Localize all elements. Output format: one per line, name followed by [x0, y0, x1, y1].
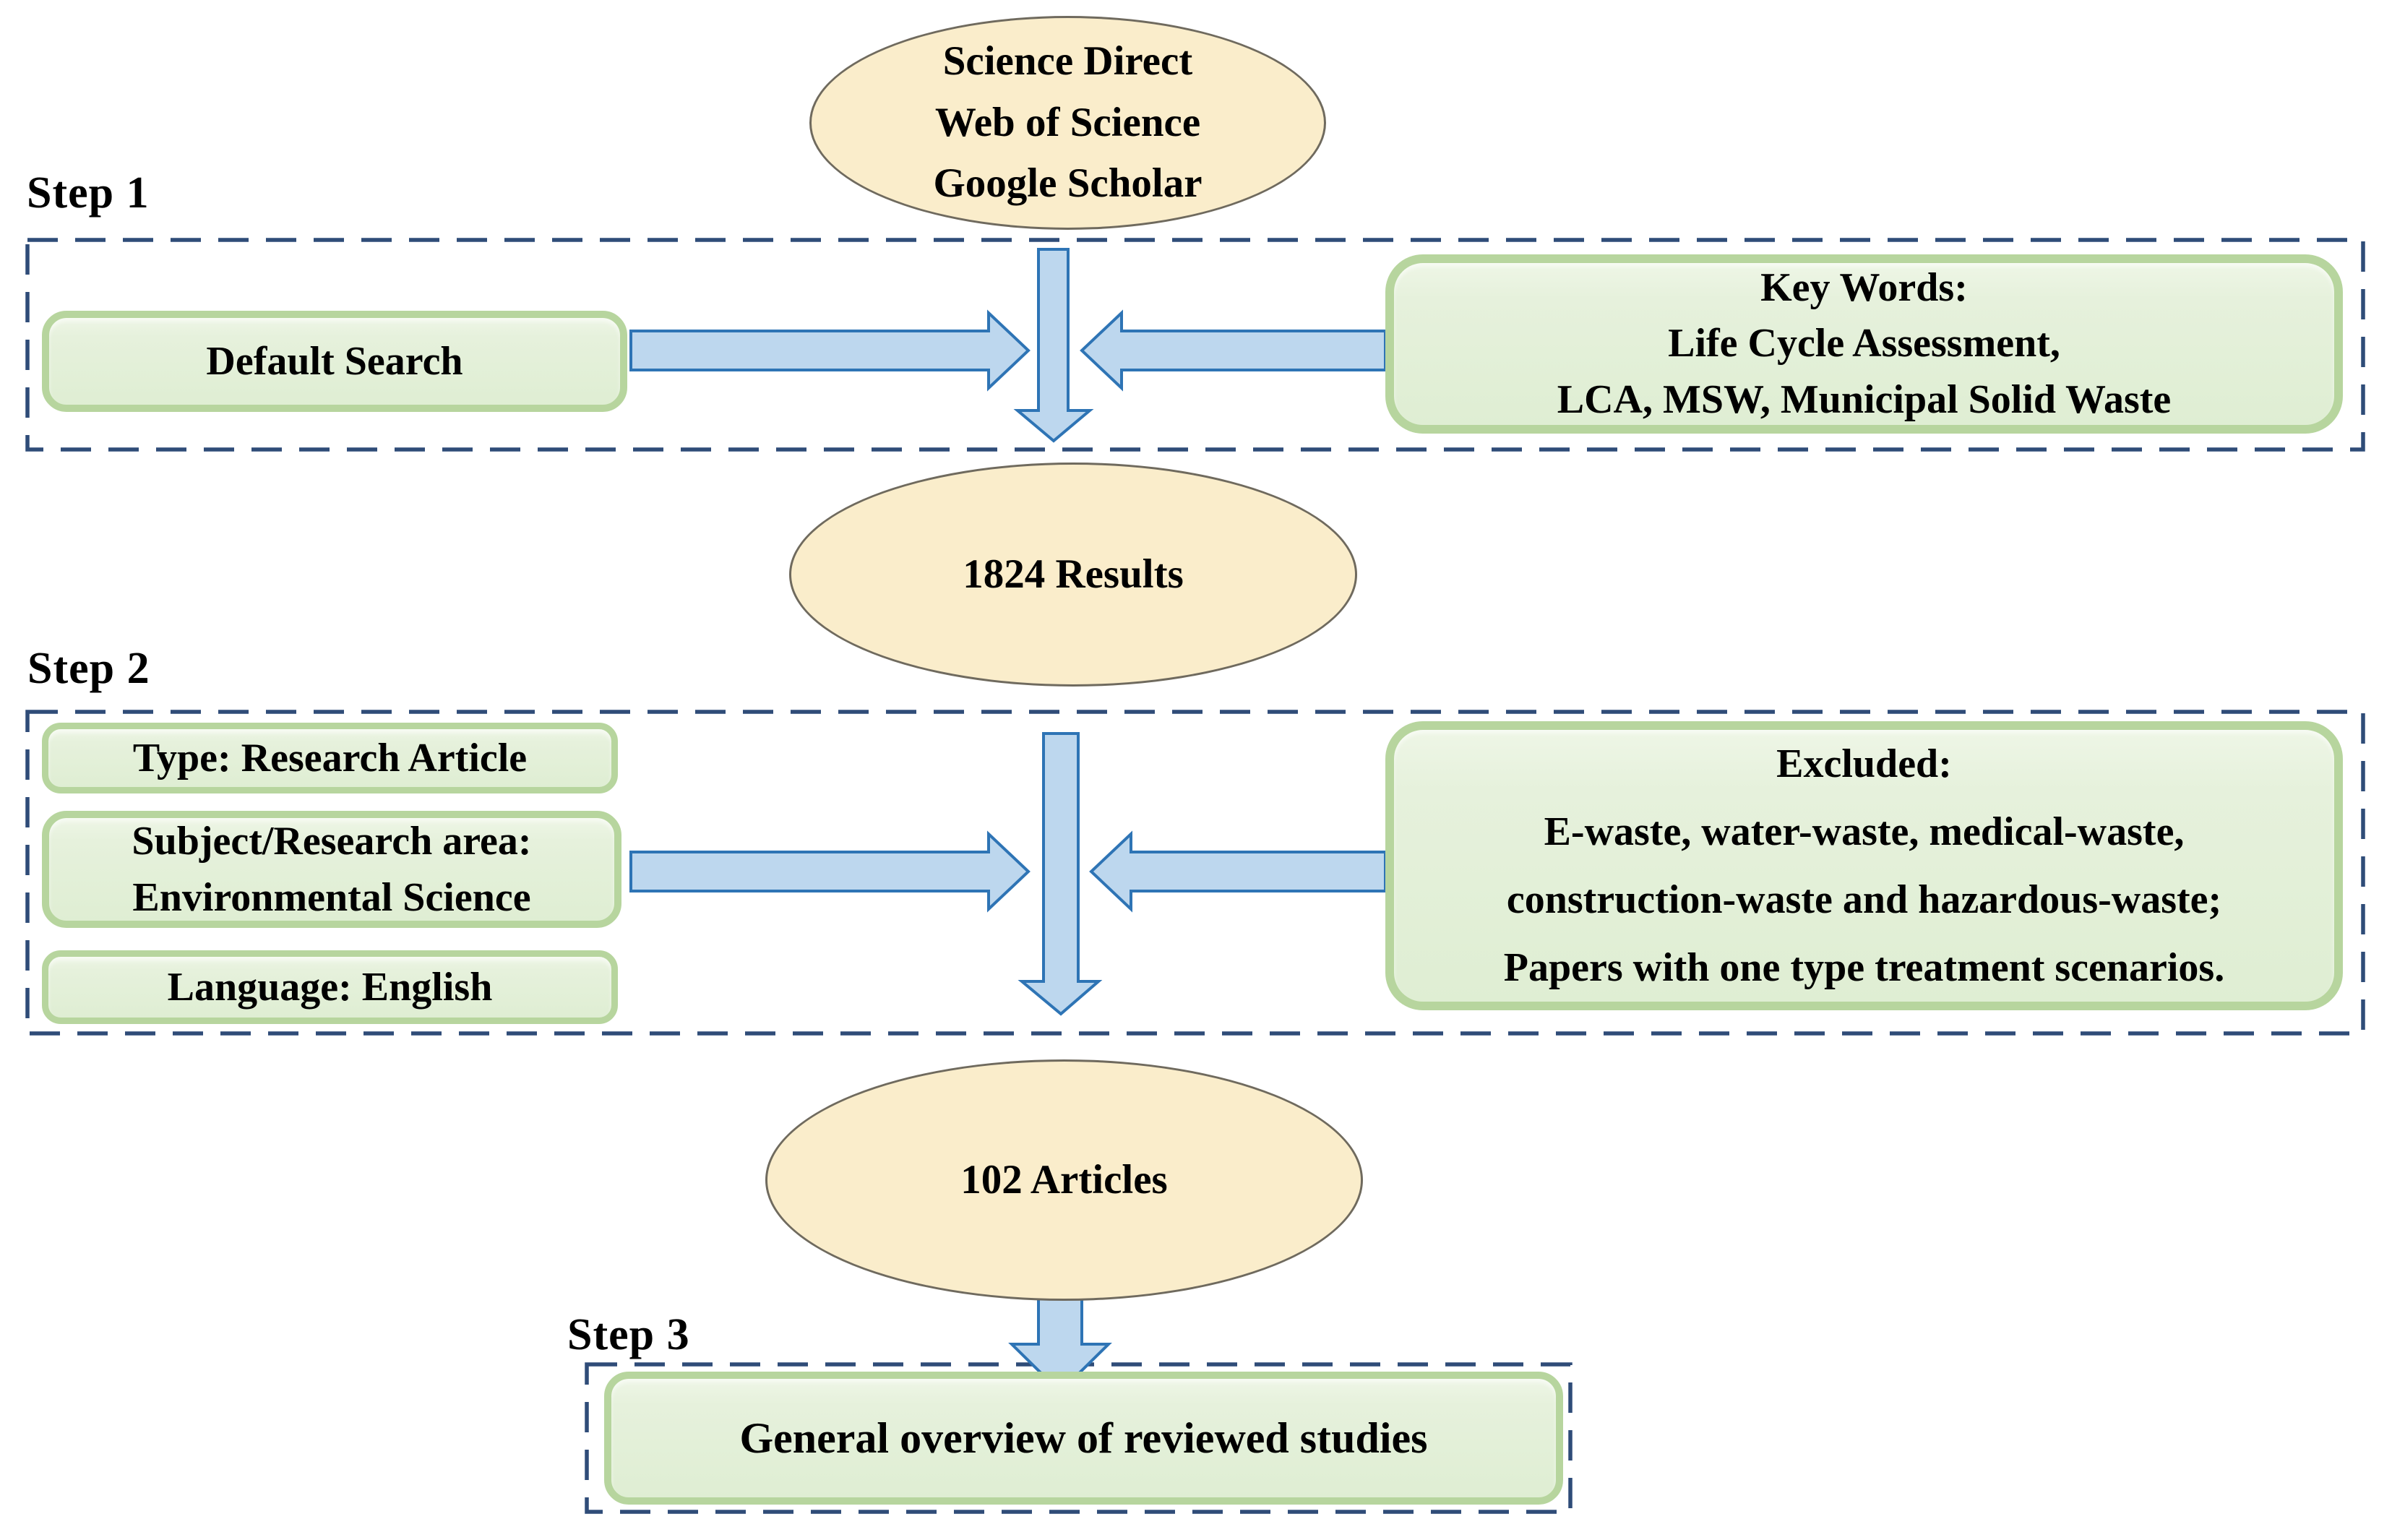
excluded-criteria-box: Excluded: E-waste, water-waste, medical-…: [1385, 721, 2343, 1010]
excluded-text: Papers with one type treatment scenarios…: [1503, 945, 2225, 991]
step1-boundary: [25, 238, 2365, 452]
subject-filter-text: Environmental Science: [132, 875, 531, 920]
keywords-box: Key Words: Life Cycle Assessment, LCA, M…: [1385, 254, 2343, 434]
step1-arrow-right-icon: [629, 309, 1031, 392]
default-search-box: Default Search: [42, 311, 627, 412]
keywords-text: Life Cycle Assessment,: [1668, 321, 2060, 366]
database-name: Google Scholar: [933, 160, 1203, 207]
language-filter-box: Language: English: [42, 950, 618, 1024]
step3-arrow-down-icon: [1008, 1295, 1112, 1394]
subject-filter-text: Subject/Research area:: [132, 818, 532, 864]
excluded-text: construction-waste and hazardous-waste;: [1506, 877, 2222, 922]
step2-arrow-down-icon: [1018, 732, 1103, 1016]
step2-arrow-left-icon: [1089, 830, 1387, 913]
step1-label: Step 1: [27, 168, 150, 218]
step1-arrow-down-icon: [1013, 248, 1094, 443]
step2-label: Step 2: [27, 644, 150, 693]
type-filter-box: Type: Research Article: [42, 723, 618, 793]
databases-ellipse: Science Direct Web of Science Google Sch…: [809, 16, 1326, 230]
database-name: Science Direct: [942, 38, 1193, 85]
step1-arrow-left-icon: [1080, 309, 1387, 392]
articles-count-ellipse: 102 Articles: [765, 1059, 1363, 1301]
overview-box: General overview of reviewed studies: [604, 1372, 1563, 1505]
step3-label: Step 3: [567, 1310, 690, 1359]
step2-arrow-right-icon: [629, 830, 1031, 913]
results-count-ellipse: 1824 Results: [789, 463, 1357, 687]
step2-boundary: [25, 710, 2365, 1036]
excluded-text: E-waste, water-waste, medical-waste,: [1544, 809, 2185, 854]
keywords-title: Key Words:: [1760, 265, 1968, 311]
database-name: Web of Science: [934, 99, 1201, 145]
excluded-title: Excluded:: [1776, 741, 1952, 786]
keywords-text: LCA, MSW, Municipal Solid Waste: [1557, 377, 2172, 422]
subject-filter-box: Subject/Research area: Environmental Sci…: [42, 811, 621, 928]
